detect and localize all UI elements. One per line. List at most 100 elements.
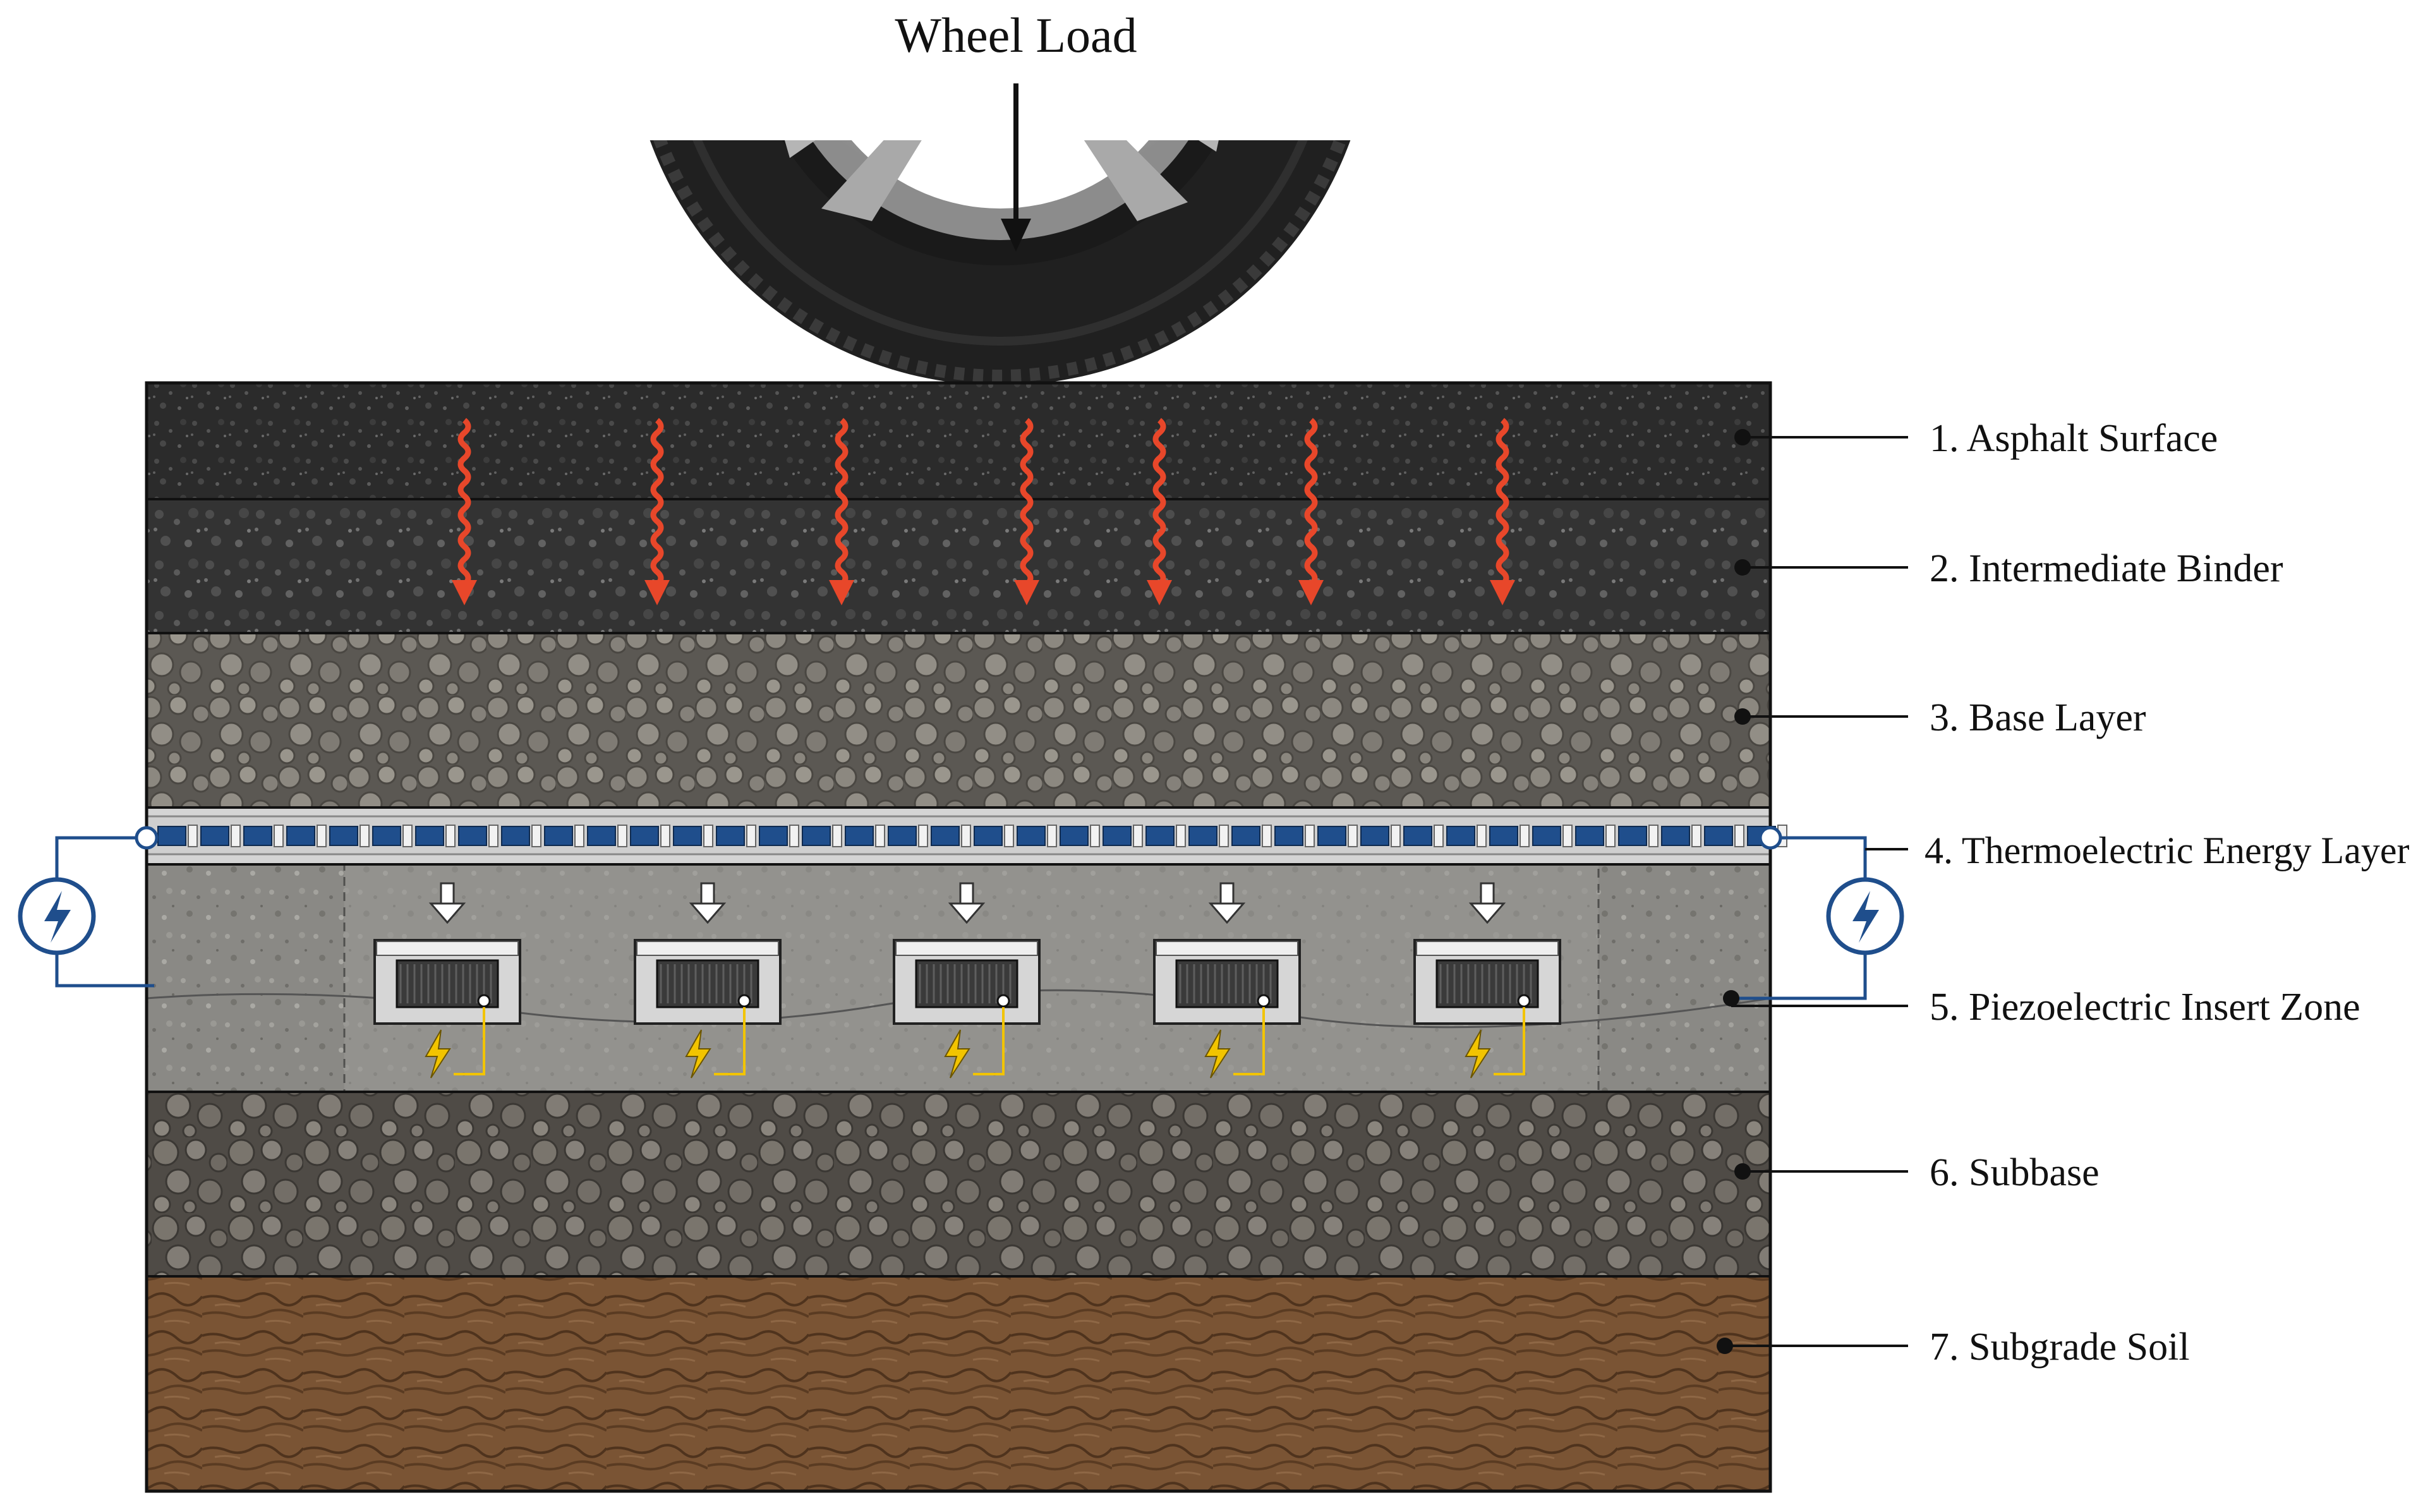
thermoelectric-cell [802, 826, 831, 846]
thermoelectric-cell [1532, 826, 1561, 846]
label-subbase: 6. Subbase [1734, 1151, 2100, 1194]
thermoelectric-cell [974, 826, 1003, 846]
thermoelectric-spacer [574, 825, 584, 847]
thermoelectric-cell [587, 826, 616, 846]
thermoelectric-cell [501, 826, 530, 846]
pressure-down-arrow-icon [1208, 882, 1246, 924]
thermoelectric-cell [415, 826, 444, 846]
piezo-insert [373, 882, 521, 1079]
thermoelectric-spacer [188, 825, 198, 847]
thermoelectric-cell [1403, 826, 1432, 846]
thermoelectric-cell [1017, 826, 1046, 846]
thermoelectric-spacer [1176, 825, 1186, 847]
thermoelectric-cell [544, 826, 573, 846]
thermoelectric-spacer [875, 825, 885, 847]
thermoelectric-spacer [1348, 825, 1358, 847]
lightning-bolt-icon [685, 1029, 711, 1079]
thermoelectric-spacer [1391, 825, 1401, 847]
wheel-load-down-arrow-icon [1001, 83, 1031, 251]
right-circuit [1731, 826, 1904, 1000]
label-piezoelectric-insert-zone: 5. Piezoelectric Insert Zone [1723, 986, 2360, 1029]
thermoelectric-spacer [317, 825, 327, 847]
heat-arrow-group [452, 418, 1515, 605]
thermoelectric-spacer [402, 825, 413, 847]
thermoelectric-spacer [832, 825, 842, 847]
thermoelectric-cell [1145, 826, 1175, 846]
pressure-down-arrow-icon [1468, 882, 1506, 924]
thermoelectric-spacer [746, 825, 756, 847]
thermoelectric-cell [1274, 826, 1303, 846]
thermoelectric-spacer [617, 825, 627, 847]
heat-arrow-icon [1147, 418, 1172, 605]
layer-subgrade-soil [147, 1276, 1770, 1491]
thermoelectric-spacer [918, 825, 928, 847]
label-text: 6. Subbase [1930, 1151, 2100, 1194]
layer-asphalt-surface [147, 383, 1770, 499]
thermoelectric-spacer [1219, 825, 1229, 847]
layer-base [147, 633, 1770, 807]
thermoelectric-cell-row [157, 825, 1787, 847]
label-asphalt-surface: 1. Asphalt Surface [1734, 417, 2218, 460]
heat-arrow-icon [829, 418, 854, 605]
heat-arrow-icon [1490, 418, 1515, 605]
label-base-layer: 3. Base Layer [1734, 696, 2146, 739]
heat-arrow-icon [452, 418, 477, 605]
thermoelectric-cell [1231, 826, 1260, 846]
thermoelectric-spacer [231, 825, 241, 847]
thermoelectric-cell [372, 826, 401, 846]
label-intermediate-binder: 2. Intermediate Binder [1734, 547, 2283, 590]
piezo-insert [1153, 882, 1301, 1079]
thermoelectric-spacer [1047, 825, 1057, 847]
thermoelectric-spacer [1133, 825, 1143, 847]
lightning-bolt-icon [1465, 1029, 1491, 1079]
thermoelectric-cell [1188, 826, 1218, 846]
layer-piezoelectric-insert-zone [146, 863, 1771, 1093]
thermoelectric-cell [243, 826, 272, 846]
label-text: 4. Thermoelectric Energy Layer [1925, 830, 2409, 871]
thermoelectric-spacer [789, 825, 799, 847]
thermoelectric-spacer [488, 825, 499, 847]
thermoelectric-cell [458, 826, 487, 846]
thermoelectric-cell [157, 826, 186, 846]
thermoelectric-cell [1360, 826, 1389, 846]
label-text: 1. Asphalt Surface [1930, 417, 2218, 460]
thermoelectric-spacer [274, 825, 284, 847]
thermoelectric-cell [1103, 826, 1132, 846]
thermoelectric-spacer [961, 825, 971, 847]
thermoelectric-spacer [660, 825, 670, 847]
thermoelectric-cell [1704, 826, 1733, 846]
pressure-down-arrow-icon [948, 882, 986, 924]
label-text: 7. Subgrade Soil [1930, 1326, 2190, 1369]
title-label: Wheel Load [895, 8, 1137, 63]
label-text: 3. Base Layer [1930, 696, 2146, 739]
layer-subbase [147, 1092, 1770, 1276]
thermoelectric-spacer [1477, 825, 1487, 847]
thermoelectric-cell [716, 826, 745, 846]
cross-section-frame [145, 381, 1772, 1493]
piezo-insert-row [373, 882, 1561, 1079]
power-output-lightning-bolt-circle-icon [18, 877, 96, 955]
thermoelectric-spacer [1734, 825, 1744, 847]
thermoelectric-cell [1489, 826, 1518, 846]
thermoelectric-spacer [1262, 825, 1272, 847]
thermoelectric-cell [759, 826, 788, 846]
thermoelectric-cell [1060, 826, 1089, 846]
thermoelectric-cell [845, 826, 874, 846]
thermoelectric-spacer [531, 825, 541, 847]
heat-arrow-icon [644, 418, 670, 605]
lightning-bolt-icon [944, 1029, 970, 1079]
thermoelectric-cell [1661, 826, 1690, 846]
thermoelectric-cell [1317, 826, 1346, 846]
left-circuit [18, 826, 159, 988]
thermoelectric-spacer [445, 825, 456, 847]
layer-boundaries [147, 498, 1770, 1278]
thermoelectric-cell [200, 826, 229, 846]
layer-labels: 1. Asphalt Surface 2. Intermediate Binde… [1717, 417, 2409, 1369]
thermoelectric-spacer [1605, 825, 1616, 847]
thermoelectric-spacer [1520, 825, 1530, 847]
heat-arrow-icon [1014, 418, 1039, 605]
thermoelectric-cell [286, 826, 315, 846]
piezo-insert [1413, 882, 1561, 1079]
heat-arrow-icon [1298, 418, 1324, 605]
